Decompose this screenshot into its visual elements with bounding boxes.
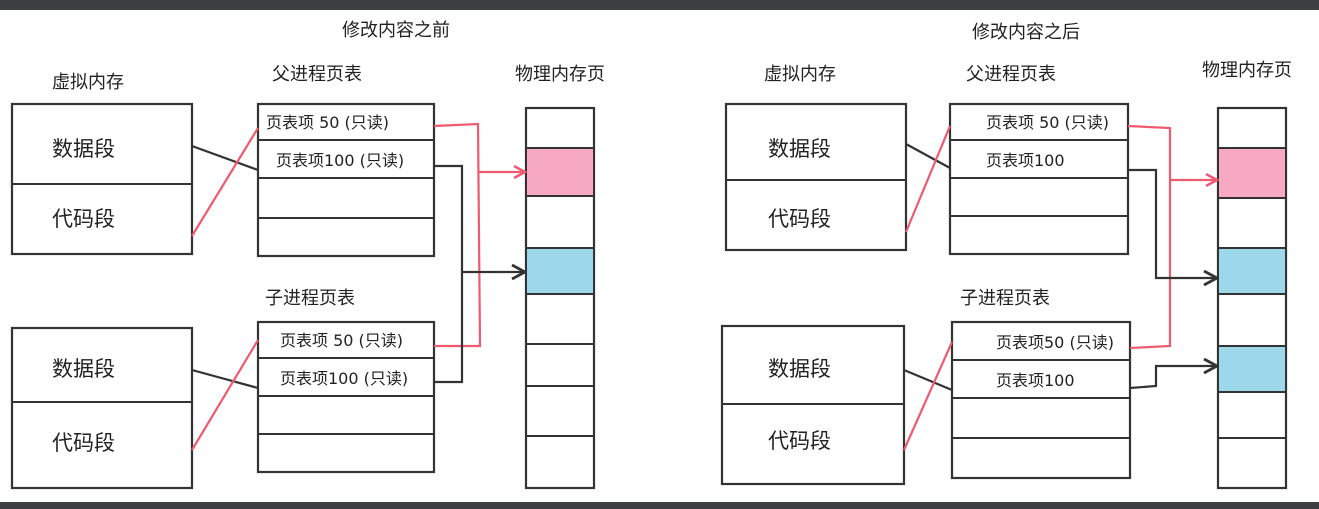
pink-page (527, 148, 593, 196)
page-table-entry-50: 页表项 50 (只读) (986, 113, 1109, 132)
before-child-virtual-memory: 数据段 代码段 (10, 326, 194, 490)
data-segment-label: 数据段 (768, 137, 831, 161)
after-child-table-label: 子进程页表 (960, 288, 1050, 309)
code-segment-label: 代码段 (52, 431, 115, 455)
before-virtual-memory-label: 虚拟内存 (52, 72, 124, 93)
after-child-page-table: 页表项50 (只读) 页表项100 (950, 320, 1132, 480)
page-table-entry-100: 页表项100 (只读) (280, 369, 408, 388)
page-table-entry-50: 页表项 50 (只读) (266, 113, 389, 132)
page-table-box (950, 320, 1132, 480)
before-physical-label: 物理内存页 (515, 64, 605, 85)
before-parent-virtual-memory: 数据段 代码段 (10, 102, 194, 256)
after-physical-memory (1216, 106, 1288, 490)
before-parent-page-table: 页表项 50 (只读) 页表项100 (只读) (256, 102, 436, 258)
after-title: 修改内容之后 (972, 22, 1080, 43)
physical-memory-column (1216, 106, 1288, 490)
physical-memory-column (524, 106, 596, 490)
before-page-arrows (433, 122, 524, 384)
code-segment-label: 代码段 (768, 429, 831, 453)
page-table-entry-50: 页表项50 (只读) (996, 333, 1114, 352)
after-parent-page-table: 页表项 50 (只读) 页表项100 (948, 102, 1130, 256)
after-child-virtual-memory: 数据段 代码段 (720, 324, 906, 486)
blue-page-copy (1219, 346, 1285, 392)
code-segment-label: 代码段 (52, 207, 115, 231)
data-segment-label: 数据段 (52, 357, 115, 381)
vm-box (10, 102, 194, 256)
vm-box (10, 326, 194, 490)
after-virtual-memory-label: 虚拟内存 (764, 64, 836, 85)
page-table-box (256, 102, 436, 258)
after-parent-virtual-memory: 数据段 代码段 (724, 102, 908, 252)
page-table-entry-100: 页表项100 (996, 371, 1075, 390)
after-physical-label: 物理内存页 (1202, 60, 1292, 81)
page-table-entry-50: 页表项 50 (只读) (280, 331, 403, 350)
before-child-page-table: 页表项 50 (只读) 页表项100 (只读) (256, 320, 436, 474)
after-page-arrows (1127, 124, 1216, 390)
code-segment-label: 代码段 (768, 207, 831, 231)
after-vm-mapping-lines (902, 125, 954, 451)
before-child-table-label: 子进程页表 (265, 288, 355, 309)
blue-page (1219, 248, 1285, 294)
before-parent-table-label: 父进程页表 (272, 64, 362, 85)
pink-page (1219, 148, 1285, 198)
before-section: 修改内容之前 虚拟内存 父进程页表 物理内存页 子进程页表 数据段 代码段 页表… (10, 20, 605, 490)
page-table-entry-100: 页表项100 (986, 151, 1065, 170)
after-section: 修改内容之后 虚拟内存 父进程页表 物理内存页 子进程页表 数据段 代码段 页表… (720, 22, 1292, 490)
before-vm-mapping-lines (191, 127, 259, 451)
page-table-entry-100: 页表项100 (只读) (276, 151, 404, 170)
cow-diagram: 修改内容之前 虚拟内存 父进程页表 物理内存页 子进程页表 数据段 代码段 页表… (10, 20, 1292, 490)
diagram-canvas: 修改内容之前 虚拟内存 父进程页表 物理内存页 子进程页表 数据段 代码段 页表… (0, 10, 1319, 502)
before-title: 修改内容之前 (342, 20, 450, 41)
top-frame-strip (0, 0, 1319, 10)
blue-page (527, 248, 593, 294)
vm-box (724, 102, 908, 252)
after-parent-table-label: 父进程页表 (966, 64, 1056, 85)
data-segment-label: 数据段 (768, 357, 831, 381)
data-segment-label: 数据段 (52, 137, 115, 161)
before-physical-memory (524, 106, 596, 490)
bottom-frame-strip (0, 502, 1319, 509)
